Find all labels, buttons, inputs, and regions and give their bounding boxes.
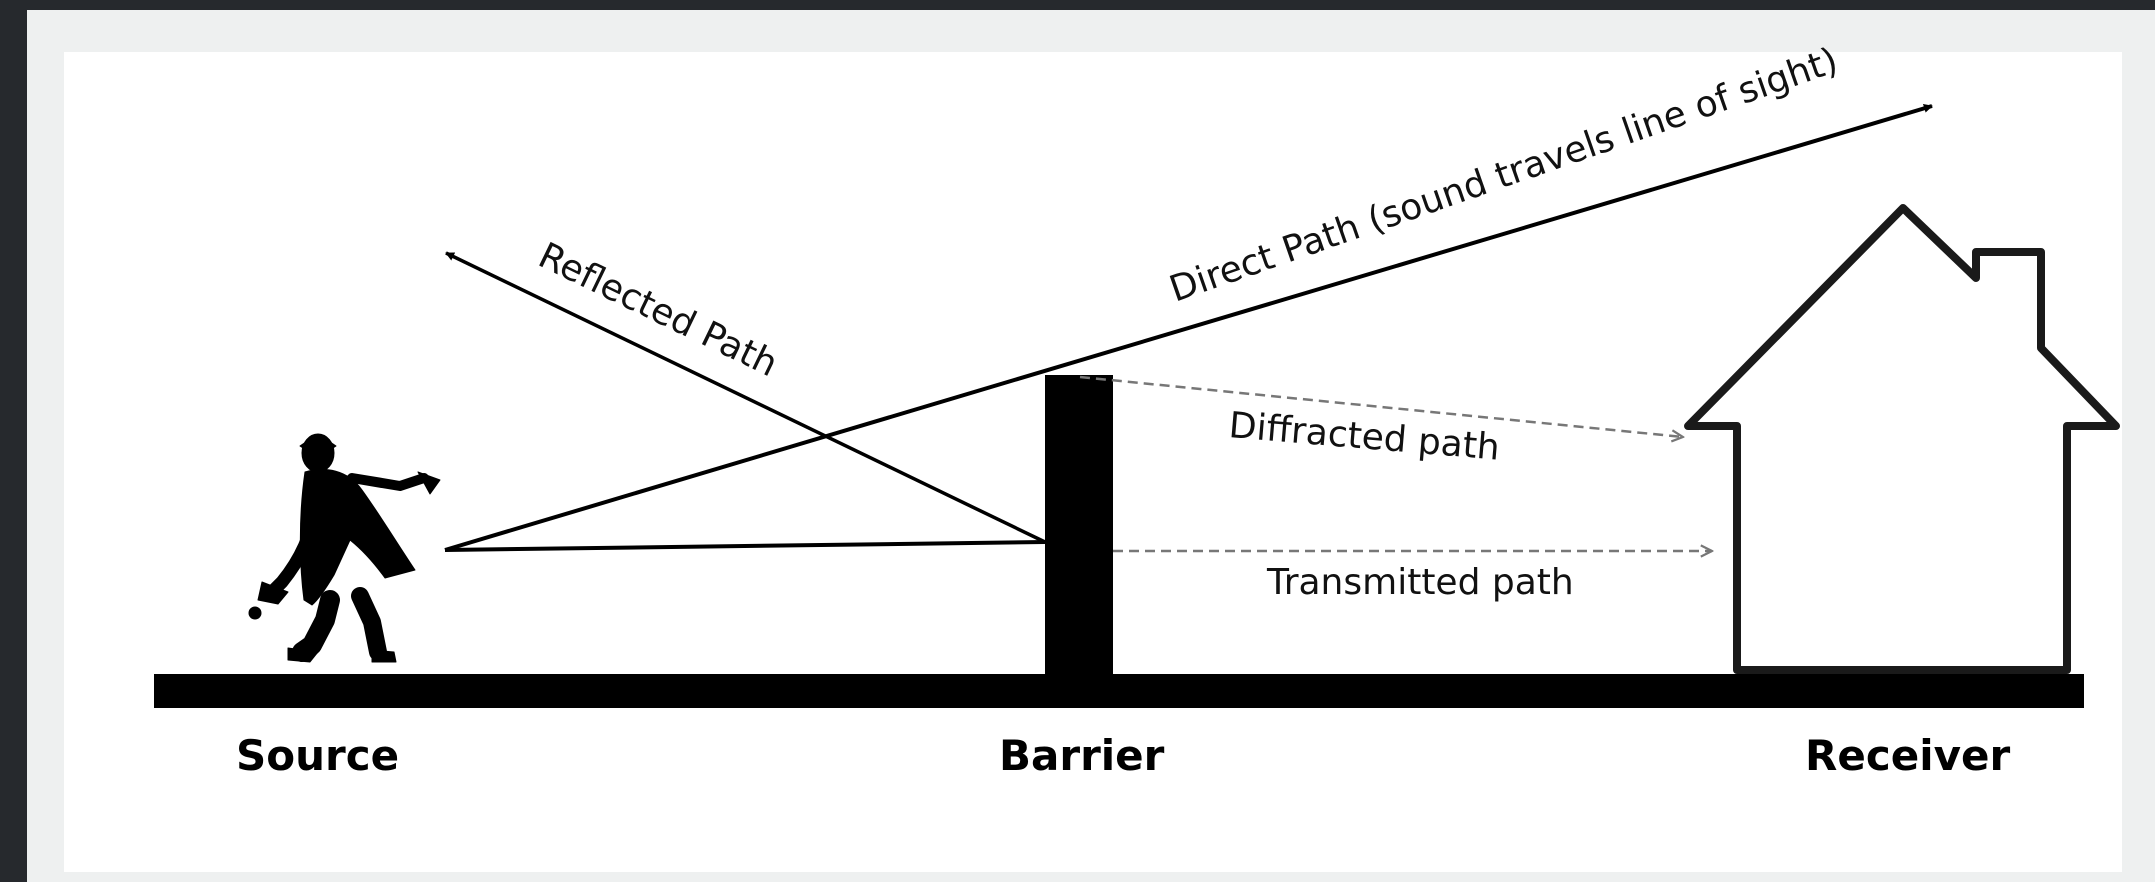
reflected-path-label: Reflected Path — [532, 235, 784, 385]
barrier-label: Barrier — [999, 731, 1165, 780]
reflected-path-arrow — [445, 251, 1046, 544]
incident-path-line — [444, 540, 1046, 552]
transmitted-path-label: Transmitted path — [1266, 562, 1574, 603]
house-icon — [1684, 204, 2120, 674]
direct-path-arrow — [444, 104, 1933, 552]
bowler-silhouette-icon — [248, 433, 441, 663]
receiver-label: Receiver — [1805, 731, 2010, 780]
barrier-wall — [1045, 375, 1113, 677]
source-label: Source — [236, 731, 399, 780]
diffracted-path-label: Diffracted path — [1227, 405, 1501, 469]
diffracted-path-arrow — [1079, 375, 1683, 437]
direct-path-label: Direct Path (sound travels line of sight… — [1164, 40, 1843, 310]
ground-line — [154, 674, 2084, 708]
